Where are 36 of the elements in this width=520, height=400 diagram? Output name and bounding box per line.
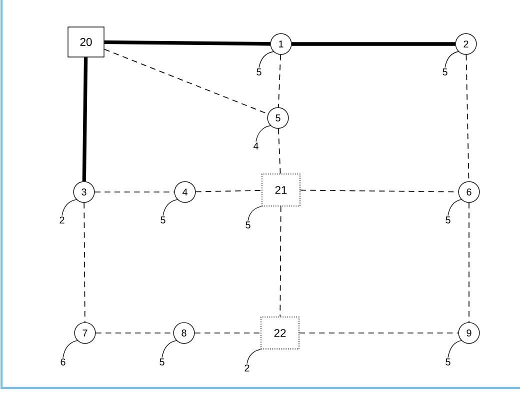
connector-line [299, 332, 459, 334]
connector-line [280, 206, 282, 317]
weight-label: 5 [246, 222, 250, 228]
leader-line [258, 51, 274, 68]
connector-line [468, 202, 470, 323]
leader-line [448, 340, 462, 358]
connector-line [278, 128, 281, 174]
leader-line [62, 340, 78, 358]
leader-line [162, 199, 178, 216]
leader-line [248, 206, 262, 221]
weight-label: 5 [446, 216, 450, 224]
weight-label: 5 [160, 358, 164, 366]
leader-line [62, 199, 77, 216]
connector-line [82, 57, 88, 182]
connector-line [104, 40, 270, 46]
weight-label: 5 [446, 358, 450, 366]
leader-line [448, 199, 462, 216]
connector-line [84, 202, 86, 323]
leader-line [246, 349, 261, 364]
leader-line [444, 51, 459, 68]
connector-line [194, 332, 261, 334]
node-box: 21 [262, 174, 300, 206]
connector-line [195, 190, 262, 192]
weight-label: 5 [256, 68, 262, 76]
weight-label: 5 [160, 216, 166, 224]
connector-line [292, 42, 456, 46]
leader-line [256, 125, 271, 142]
weight-label: 4 [254, 142, 258, 150]
weight-label: 2 [244, 364, 250, 372]
node-box: 20 [68, 26, 104, 58]
weight-label: 5 [442, 68, 448, 76]
weight-label: 2 [60, 216, 64, 224]
weight-label: 6 [60, 358, 66, 366]
node-box: 22 [260, 316, 300, 350]
leader-line [162, 340, 177, 358]
connector-line [278, 54, 281, 108]
